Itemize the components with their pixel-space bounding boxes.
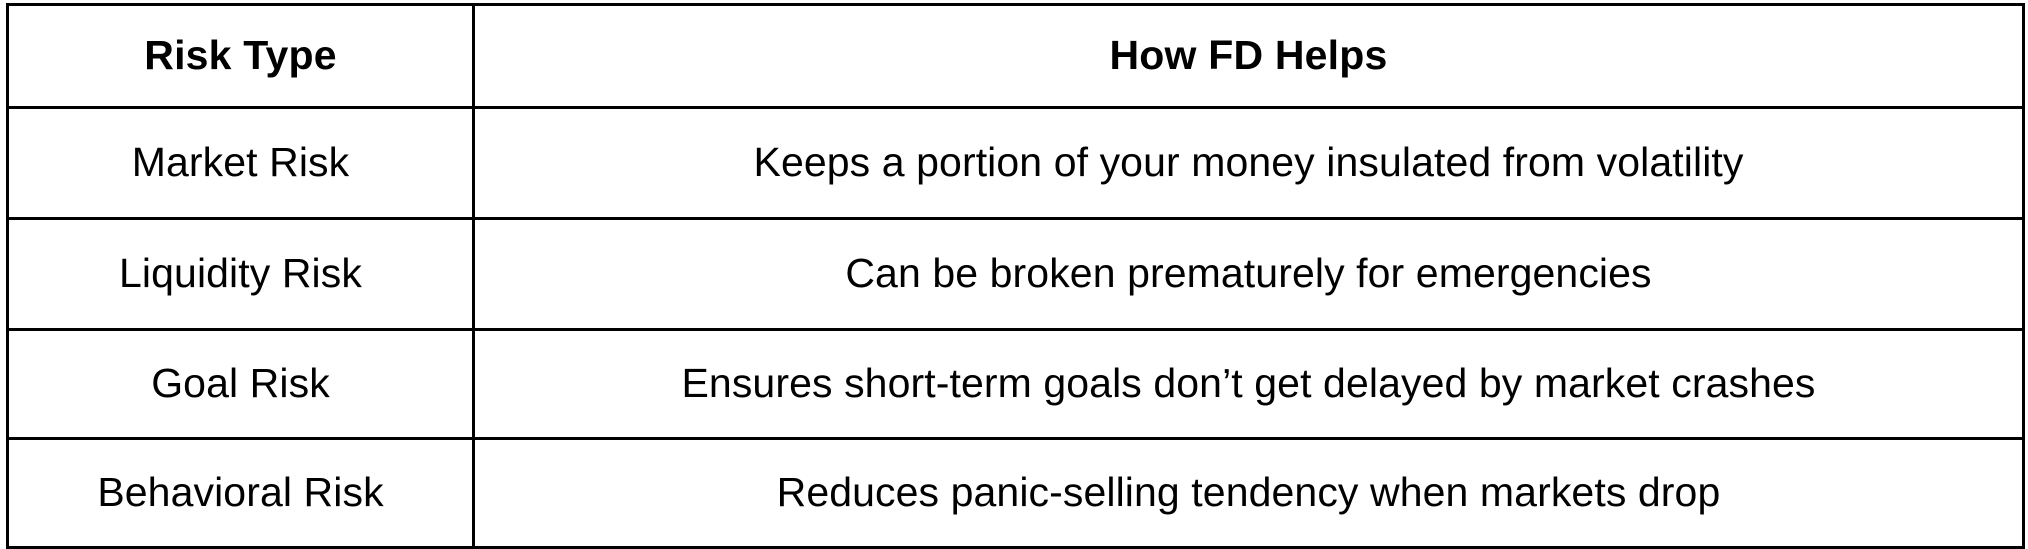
column-header-risk-type: Risk Type [6,3,475,109]
table-row: Goal Risk Ensures short-term goals don’t… [6,328,2025,440]
column-header-how-fd-helps: How FD Helps [472,3,2025,109]
table-row: Market Risk Keeps a portion of your mone… [6,106,2025,220]
cell-how-fd-helps: Keeps a portion of your money insulated … [472,106,2025,220]
cell-how-fd-helps-text: Reduces panic-selling tendency when mark… [776,469,1721,516]
cell-risk-type-text: Goal Risk [151,360,330,407]
cell-how-fd-helps-text: Keeps a portion of your money insulated … [753,139,1744,186]
cell-risk-type-text: Liquidity Risk [119,250,362,297]
risk-mitigation-table: Risk Type How FD Helps Market Risk Keeps… [6,3,2025,549]
cell-how-fd-helps: Reduces panic-selling tendency when mark… [472,437,2025,549]
cell-risk-type: Behavioral Risk [6,437,475,549]
cell-how-fd-helps: Can be broken prematurely for emergencie… [472,217,2025,331]
table-row: Behavioral Risk Reduces panic-selling te… [6,437,2025,549]
cell-risk-type: Market Risk [6,106,475,220]
table-row: Liquidity Risk Can be broken prematurely… [6,217,2025,331]
column-header-how-fd-helps-label: How FD Helps [1109,32,1388,79]
cell-risk-type: Liquidity Risk [6,217,475,331]
cell-how-fd-helps: Ensures short-term goals don’t get delay… [472,328,2025,440]
cell-risk-type: Goal Risk [6,328,475,440]
column-header-risk-type-label: Risk Type [144,32,337,79]
cell-risk-type-text: Market Risk [131,139,350,186]
cell-risk-type-text: Behavioral Risk [97,469,384,516]
table-header-row: Risk Type How FD Helps [6,3,2025,109]
table-body: Market Risk Keeps a portion of your mone… [6,106,2025,549]
cell-how-fd-helps-text: Can be broken prematurely for emergencie… [845,250,1652,297]
cell-how-fd-helps-text: Ensures short-term goals don’t get delay… [681,360,1816,407]
table-header: Risk Type How FD Helps [6,3,2025,109]
